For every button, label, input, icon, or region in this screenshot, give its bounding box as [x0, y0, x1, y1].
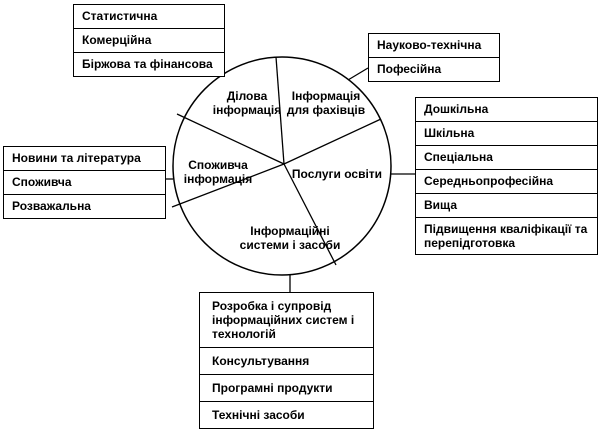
education-item: Спеціальна: [416, 146, 597, 170]
specialists-item: Науково-технічна: [369, 34, 499, 58]
pie-divider-line: [283, 163, 337, 266]
systems-item: Консультування: [200, 348, 373, 375]
systems-item: Технічні засоби: [212, 408, 305, 422]
specialists-item: Пофесійна: [377, 62, 442, 76]
business-item: Комерційна: [74, 29, 224, 53]
education-item: Вища: [416, 194, 597, 218]
business-item: Біржова та фінансова: [82, 57, 213, 71]
pie-divider-line: [275, 56, 285, 165]
systems-item: Розробка і супровід інформаційних систем…: [200, 293, 373, 348]
segment-label-education: Послуги освіти: [292, 167, 382, 181]
consumer-item: Новини та література: [4, 147, 165, 171]
pie-circle: [172, 56, 392, 276]
pie-divider-line: [171, 163, 285, 208]
education-item: Підвищення кваліфікації та перепідготовк…: [424, 222, 588, 250]
box-information-systems: Розробка і супровід інформаційних систем…: [199, 292, 374, 429]
pie-divider-line: [176, 113, 285, 165]
consumer-item: Розважальна: [12, 199, 91, 213]
pie-divider-line: [283, 118, 382, 165]
education-item: Середньопрофесійна: [416, 170, 597, 194]
education-item: Дошкільна: [416, 98, 597, 122]
business-item: Статистична: [74, 5, 224, 29]
pie-dividers: [171, 56, 382, 266]
consumer-item: Споживча: [4, 171, 165, 195]
connector-line: [347, 67, 369, 81]
systems-item: Програмні продукти: [200, 375, 373, 402]
education-item: Шкільна: [416, 122, 597, 146]
